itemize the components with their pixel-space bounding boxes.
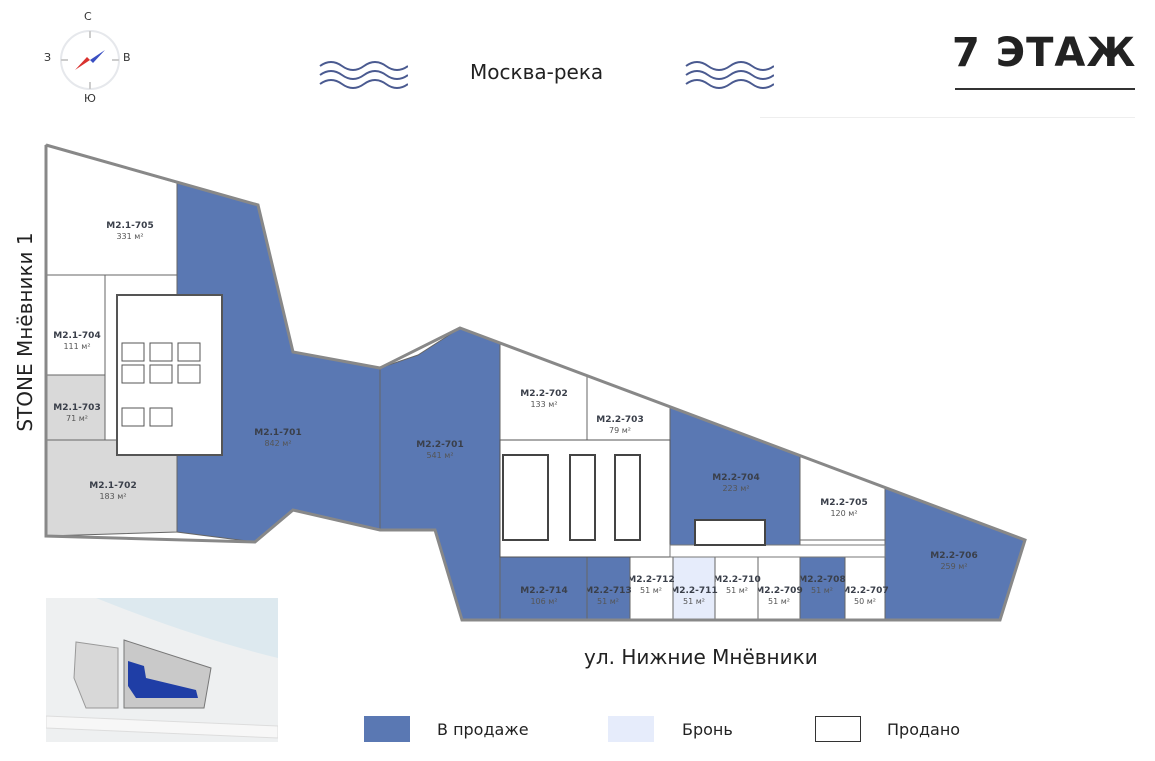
elevator-icon — [149, 342, 173, 362]
unit-label: M2.2-709 — [755, 586, 802, 596]
river-label: Москва-река — [470, 60, 604, 84]
stair-elevator-block — [502, 454, 549, 541]
compass-rose-icon — [60, 30, 120, 90]
unit-area: 51 м² — [683, 597, 705, 606]
legend-for-sale: В продаже — [437, 720, 529, 739]
unit-area: 223 м² — [722, 484, 749, 493]
corridor — [669, 544, 886, 558]
stairwell — [694, 519, 766, 546]
unit-m2-2-711[interactable] — [672, 556, 716, 621]
unit-area: 541 м² — [426, 451, 453, 460]
unit-area: 79 м² — [609, 426, 631, 435]
unit-label: M2.2-704 — [712, 473, 759, 483]
elevator-icon — [121, 407, 145, 427]
stair-elevator-block — [569, 454, 596, 541]
site-minimap[interactable] — [46, 598, 278, 742]
exterior-wall — [44, 143, 1027, 622]
unit-label: M2.2-711 — [670, 586, 717, 596]
unit-m2-2-701[interactable] — [379, 327, 501, 621]
unit-area: 106 м² — [530, 597, 557, 606]
unit-label: M2.1-704 — [53, 331, 100, 341]
elevator-icon — [149, 407, 173, 427]
unit-area: 183 м² — [99, 492, 126, 501]
unit-label: M2.2-706 — [930, 551, 977, 561]
unit-label: M2.2-712 — [627, 575, 674, 585]
unit-area: 133 м² — [530, 400, 557, 409]
compass-west: З — [44, 51, 52, 64]
title-underline — [955, 88, 1135, 90]
legend-swatch-reserved — [608, 716, 654, 742]
legend-reserved: Бронь — [682, 720, 733, 739]
unit-m2-2-712[interactable] — [629, 556, 674, 621]
compass-south: Ю — [84, 92, 96, 105]
legend-swatch-for-sale — [364, 716, 410, 742]
unit-label: M2.2-702 — [520, 389, 567, 399]
unit-area: 259 м² — [940, 562, 967, 571]
elevator-icon — [149, 364, 173, 384]
compass: С Ю З В — [44, 10, 131, 105]
unit-area: 51 м² — [640, 586, 662, 595]
unit-area: 51 м² — [811, 586, 833, 595]
unit-area: 51 м² — [768, 597, 790, 606]
elevator-icon — [177, 364, 201, 384]
unit-area: 331 м² — [116, 232, 143, 241]
elevator-icon — [121, 342, 145, 362]
unit-label: M2.2-713 — [584, 586, 631, 596]
unit-area: 111 м² — [63, 342, 90, 351]
floor-title: 7 ЭТАЖ — [952, 30, 1137, 76]
unit-label: M2.1-703 — [53, 403, 100, 413]
wave-icon-right — [685, 61, 774, 89]
compass-east: В — [123, 51, 131, 64]
street-label: ул. Нижние Мнёвники — [584, 645, 818, 669]
unit-label: M2.1-705 — [106, 221, 153, 231]
minimap-image — [46, 598, 278, 739]
unit-label: M2.2-703 — [596, 415, 643, 425]
compass-north: С — [84, 10, 92, 23]
stair-elevator-block — [614, 454, 641, 541]
unit-m2-1-704[interactable] — [45, 274, 106, 376]
unit-label: M2.2-707 — [841, 586, 888, 596]
unit-area: 71 м² — [66, 414, 88, 423]
unit-label: M2.2-710 — [713, 575, 760, 585]
unit-label: M2.2-705 — [820, 498, 867, 508]
unit-label: M2.2-708 — [798, 575, 845, 585]
unit-label: M2.2-714 — [520, 586, 567, 596]
unit-area: 120 м² — [830, 509, 857, 518]
legend-sold: Продано — [887, 720, 961, 739]
unit-area: 50 м² — [854, 597, 876, 606]
unit-label: M2.2-701 — [416, 440, 463, 450]
divider — [760, 117, 1135, 118]
unit-label: M2.1-702 — [89, 481, 136, 491]
legend-swatch-sold — [815, 716, 861, 742]
elevator-icon — [177, 342, 201, 362]
unit-area: 842 м² — [264, 439, 291, 448]
unit-area: 51 м² — [726, 586, 748, 595]
unit-area: 51 м² — [597, 597, 619, 606]
elevator-icon — [121, 364, 145, 384]
wave-icon-left — [319, 61, 408, 89]
unit-label: M2.1-701 — [254, 428, 301, 438]
